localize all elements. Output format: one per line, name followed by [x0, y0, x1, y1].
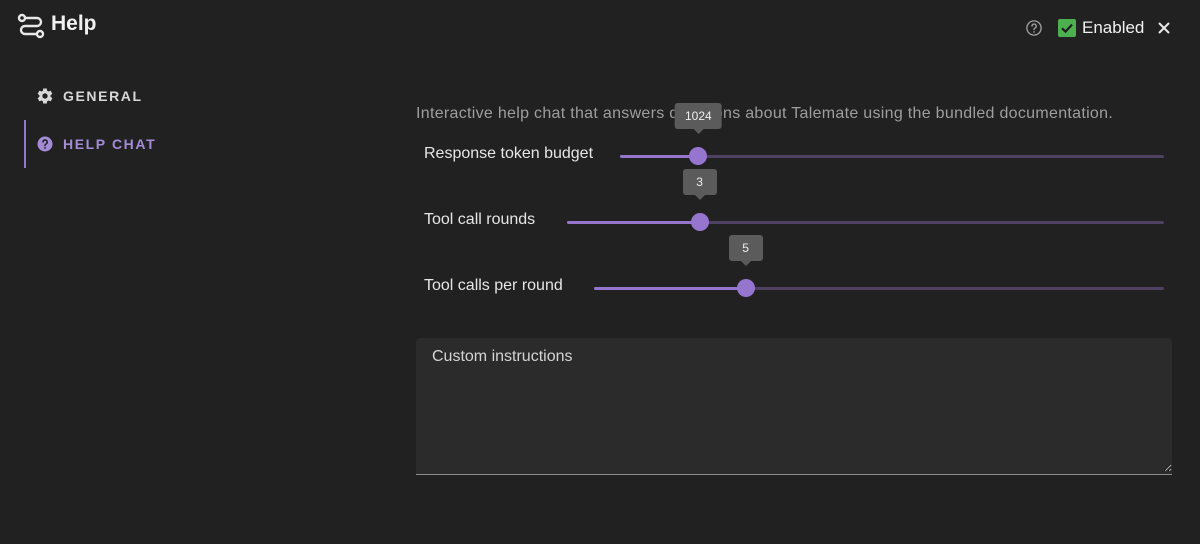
help-circle-outline-icon[interactable] [1025, 19, 1043, 37]
tool-call-rounds-slider-row: Tool call rounds 3 [416, 169, 1176, 237]
custom-instructions-textarea[interactable] [416, 338, 1172, 472]
slider-thumb[interactable]: 3 [682, 169, 717, 231]
enabled-toggle[interactable]: Enabled [1058, 17, 1144, 39]
route-icon [17, 13, 45, 39]
slider-value-tooltip: 5 [728, 235, 763, 266]
page-title: Help [51, 12, 97, 35]
tool-calls-per-round-slider-row: Tool calls per round 5 [416, 235, 1176, 303]
slider-label: Tool calls per round [424, 277, 563, 294]
enabled-label: Enabled [1082, 18, 1145, 37]
sidebar-nav: General Help Chat [24, 72, 224, 168]
slider-fill [594, 287, 746, 290]
slider-thumb[interactable]: 5 [728, 235, 763, 297]
slider-fill [620, 155, 699, 158]
sidebar-item-label: General [63, 88, 143, 104]
help-circle-icon [36, 135, 54, 153]
slider-value-tooltip: 1024 [674, 103, 722, 134]
slider-value-tooltip: 3 [682, 169, 717, 200]
enabled-checkbox[interactable] [1058, 19, 1076, 37]
slider-label: Tool call rounds [424, 211, 536, 228]
sidebar-item-label: Help Chat [63, 136, 157, 152]
response-token-budget-slider-row: Response token budget 1024 [416, 103, 1176, 171]
sidebar-item-general[interactable]: General [24, 72, 224, 120]
sidebar-item-help-chat[interactable]: Help Chat [24, 120, 224, 168]
close-icon[interactable] [1155, 19, 1173, 37]
slider-label: Response token budget [424, 145, 594, 162]
response-token-budget-slider[interactable]: 1024 [620, 103, 1164, 165]
slider-thumb[interactable]: 1024 [674, 103, 722, 165]
window-header: Help Enabled [0, 0, 1200, 56]
custom-instructions-field[interactable]: Custom instructions [416, 338, 1172, 475]
tool-call-rounds-slider[interactable]: 3 [567, 169, 1164, 231]
section-description: Interactive help chat that answers quest… [416, 105, 1114, 122]
check-icon [1061, 23, 1073, 34]
gear-icon [36, 87, 54, 105]
slider-fill [567, 221, 700, 224]
tool-calls-per-round-slider[interactable]: 5 [594, 235, 1164, 297]
